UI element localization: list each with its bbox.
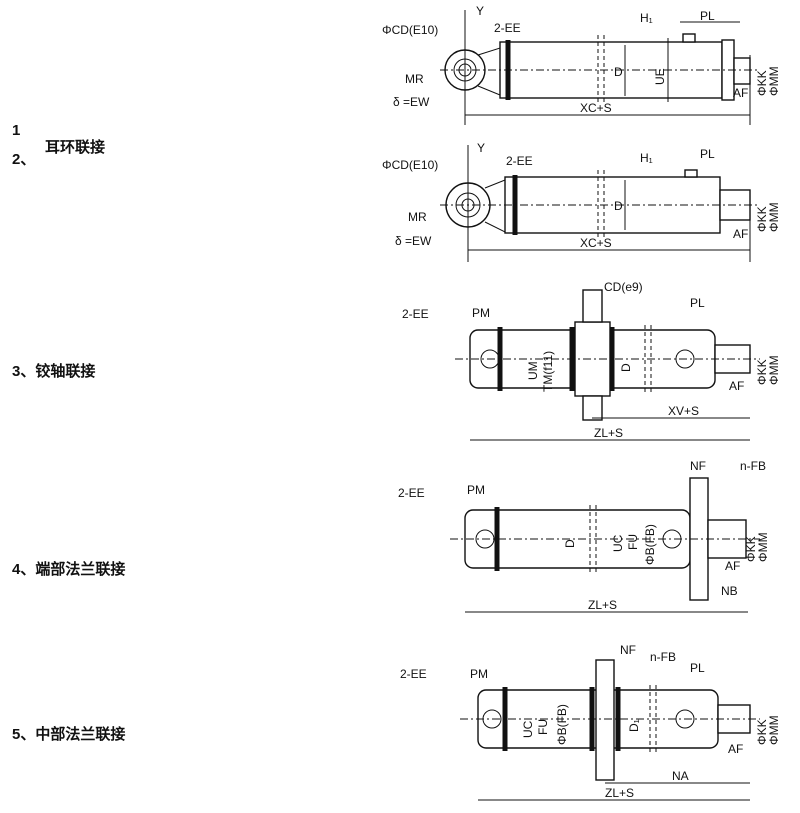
dim-af: AF xyxy=(728,742,743,756)
dim-pl: PL xyxy=(690,296,705,310)
dim-af: AF xyxy=(733,86,748,100)
dim-d: D xyxy=(614,199,623,213)
dim-cd: CD(e9) xyxy=(604,280,643,294)
dim-y: Y xyxy=(477,141,485,155)
dim-n-fb: n-FB xyxy=(740,459,766,473)
dim-h1: H₁ xyxy=(640,151,653,165)
label-ear-ring-connection: 耳环联接 xyxy=(45,139,106,156)
dim-na: NA xyxy=(672,769,689,783)
drawing-trunnion: 2-EE PM CD(e9) PL UM TM(f11) D ΦKK ΦMM A… xyxy=(402,280,781,441)
dim-mr: MR xyxy=(408,210,427,224)
dim-y: Y xyxy=(476,4,484,18)
dim-mm: ΦMM xyxy=(756,532,770,562)
dim-zl-s: ZL+S xyxy=(605,786,634,800)
dim-d: D xyxy=(614,65,623,79)
dim-b-fb: ΦB(FB) xyxy=(643,524,657,565)
dim-d1: D₁ xyxy=(627,719,641,732)
dim-uc: UC xyxy=(611,534,625,552)
dim-xc-s: XC+S xyxy=(580,101,612,115)
dim-zl-s: ZL+S xyxy=(588,598,617,612)
dim-mm: ΦMM xyxy=(767,355,781,385)
dim-uc: UC xyxy=(521,720,535,738)
dim-pl: PL xyxy=(700,9,715,23)
dim-mm: ΦMM xyxy=(767,66,781,96)
dim-n-fb: n-FB xyxy=(650,650,676,664)
dim-pm: PM xyxy=(467,483,485,497)
dim-cd: ΦCD(E10) xyxy=(382,158,438,172)
dim-um: UM xyxy=(526,361,540,380)
drawing-ear-ring-2: ΦCD(E10) Y 2-EE H₁ PL MR δ =EW D ΦKK ΦMM… xyxy=(382,141,781,262)
dim-2-ee: 2-EE xyxy=(494,21,521,35)
drawing-ear-ring-1: ΦCD(E10) Y 2-EE H₁ PL MR δ =EW D UE ΦKK … xyxy=(382,4,781,125)
item-number-1: 1 xyxy=(12,122,21,139)
dim-tm: TM(f11) xyxy=(541,351,555,392)
dim-b-fb: ΦB(FB) xyxy=(555,704,569,745)
label-mid-flange-connection: 5、中部法兰联接 xyxy=(12,726,126,743)
label-end-flange-connection: 4、端部法兰联接 xyxy=(12,561,126,578)
dim-h1: H₁ xyxy=(640,11,653,25)
dim-fu: FU xyxy=(536,719,550,735)
dim-nf: NF xyxy=(620,643,636,657)
dim-pl: PL xyxy=(700,147,715,161)
dim-zl-s: ZL+S xyxy=(594,426,623,440)
label-trunnion-connection: 3、铰轴联接 xyxy=(12,363,96,380)
dim-2-ee: 2-EE xyxy=(400,667,427,681)
dim-af: AF xyxy=(725,559,740,573)
dim-kk: ΦKK xyxy=(755,719,769,745)
dim-cd: ΦCD(E10) xyxy=(382,23,438,37)
dim-af: AF xyxy=(733,227,748,241)
dim-ue: UE xyxy=(653,68,667,85)
item-number-2: 2、 xyxy=(12,151,36,168)
dim-mr: MR xyxy=(405,72,424,86)
dim-pl: PL xyxy=(690,661,705,675)
dim-ew: δ =EW xyxy=(395,234,432,248)
dim-af: AF xyxy=(729,379,744,393)
dim-d: D xyxy=(619,363,633,372)
dim-d: D xyxy=(563,539,577,548)
drawing-end-flange: NF n-FB 2-EE PM D UC FU ΦB(FB) ΦKK ΦMM A… xyxy=(398,459,770,613)
dim-kk: ΦKK xyxy=(755,206,769,232)
dim-2-ee: 2-EE xyxy=(402,307,429,321)
dim-ew: δ =EW xyxy=(393,95,430,109)
drawing-mid-flange: NF n-FB 2-EE PM PL UC FU ΦB(FB) D₁ ΦKK Φ… xyxy=(400,643,781,801)
dim-pm: PM xyxy=(472,306,490,320)
dim-xv-s: XV+S xyxy=(668,404,699,418)
dim-kk: ΦKK xyxy=(744,536,758,562)
dim-xc-s: XC+S xyxy=(580,236,612,250)
dim-nf: NF xyxy=(690,459,706,473)
dim-fu: FU xyxy=(626,534,640,550)
dim-kk: ΦKK xyxy=(755,70,769,96)
dim-pm: PM xyxy=(470,667,488,681)
dim-mm: ΦMM xyxy=(767,202,781,232)
dim-mm: ΦMM xyxy=(767,715,781,745)
dim-nb: NB xyxy=(721,584,738,598)
dim-2-ee: 2-EE xyxy=(506,154,533,168)
dim-kk: ΦKK xyxy=(755,359,769,385)
dim-2-ee: 2-EE xyxy=(398,486,425,500)
